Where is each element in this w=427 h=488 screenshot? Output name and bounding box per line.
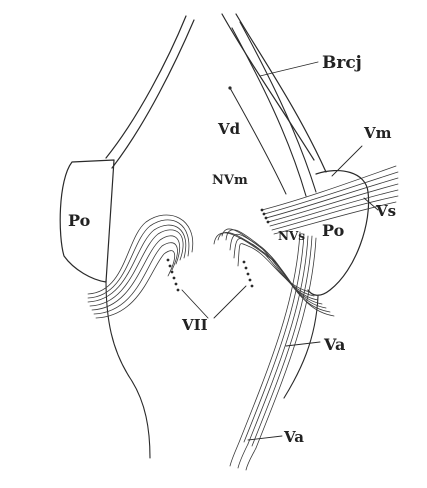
vii-nerve-loops (87, 214, 335, 319)
label-va-mid: Va (323, 335, 345, 354)
label-nvm: NVm (212, 173, 248, 188)
va-descending-nerve (229, 231, 321, 471)
label-vm: Vm (363, 124, 392, 142)
label-vd: Vd (217, 120, 241, 138)
po-right-lobe (307, 170, 370, 296)
label-va-low: Va (283, 428, 304, 446)
brcj-tube (231, 21, 319, 197)
label-brcj: Brcj (322, 53, 362, 73)
label-vs: Vs (375, 202, 396, 220)
vd-nerve (228, 86, 287, 195)
labels: Brcj Vd Vm NVm Vs NVs Po Po VII Va Va (68, 53, 396, 446)
vm-vs-bundle (260, 145, 399, 235)
po-left-lobe (59, 159, 115, 283)
label-nvs: NVs (278, 229, 305, 243)
label-po-right: Po (322, 221, 345, 240)
label-vii: VII (181, 316, 208, 334)
label-po-left: Po (68, 211, 91, 230)
